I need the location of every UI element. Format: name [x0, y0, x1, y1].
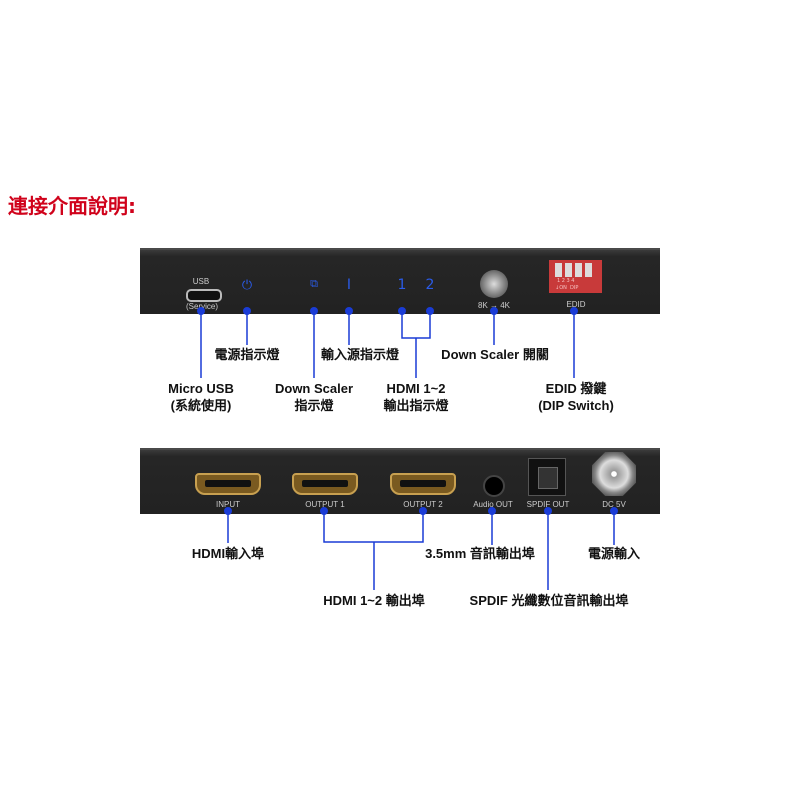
edid-text: EDID 撥鍵	[545, 381, 607, 396]
spdif-label: SPDIF OUT	[526, 500, 570, 509]
hdmi-led-sub: 輸出指示燈	[383, 398, 449, 413]
hdmi-output1-port	[292, 473, 358, 495]
callout-dc: 電源輸入	[587, 546, 641, 561]
edid-label: EDID	[566, 300, 586, 309]
callout-edid: EDID 撥鍵 (DIP Switch)	[538, 380, 614, 414]
micro-usb-port	[186, 289, 222, 302]
callout-hdmi-out: HDMI 1~2 輸出埠	[323, 593, 425, 608]
hdmi-led-2: 2	[425, 277, 435, 293]
callout-spdif: SPDIF 光纖數位音訊輸出埠	[469, 593, 629, 608]
dc-jack	[592, 452, 636, 496]
page-title: 連接介面說明:	[8, 194, 136, 218]
dc-label: DC 5V	[602, 500, 626, 509]
dip-on-label: ↓ON DIP	[555, 285, 579, 291]
callout-hdmi-in: HDMI輸入埠	[191, 546, 265, 561]
micro-usb-sub: (系統使用)	[170, 398, 232, 413]
audio-jack	[483, 475, 505, 497]
output2-label: OUTPUT 2	[403, 500, 443, 509]
edid-sub: (DIP Switch)	[538, 398, 614, 413]
input-led: I	[346, 277, 352, 293]
spdif-port	[528, 458, 566, 496]
scaler-led-icon: ⧉	[310, 277, 318, 290]
scaler-led-sub: 指示燈	[294, 398, 334, 413]
callout-micro-usb: Micro USB (系統使用)	[168, 380, 234, 414]
micro-usb-text: Micro USB	[168, 381, 234, 396]
hdmi-led-1: 1	[397, 277, 407, 293]
scaler-knob[interactable]	[480, 270, 508, 298]
output1-label: OUTPUT 1	[305, 500, 345, 509]
power-icon: ⏻	[241, 278, 253, 293]
callout-scaler-led: Down Scaler 指示燈	[275, 380, 353, 414]
dip-switch[interactable]: 1 2 3 4 ↓ON DIP	[549, 260, 602, 293]
dip-numbers: 1 2 3 4	[557, 278, 575, 284]
usb-label: USB	[192, 277, 210, 286]
callout-scaler-switch: Down Scaler 開關	[441, 347, 549, 362]
scaler-led-text: Down Scaler	[274, 381, 354, 396]
hdmi-output2-port	[390, 473, 456, 495]
input-label: INPUT	[216, 500, 240, 509]
callout-audio: 3.5mm 音訊輸出埠	[425, 546, 535, 561]
audio-label: Audio OUT	[473, 500, 513, 509]
rear-panel: INPUT OUTPUT 1 OUTPUT 2 Audio OUT SPDIF …	[140, 448, 660, 514]
callout-hdmi-led: HDMI 1~2 輸出指示燈	[383, 380, 448, 414]
front-panel: USB (Service) ⏻ ⧉ I 1 2 8K → 4K 1 2 3 4 …	[140, 248, 660, 314]
scaler-label: 8K → 4K	[477, 301, 511, 310]
service-label: (Service)	[185, 302, 219, 311]
callout-input-led: 輸入源指示燈	[320, 347, 400, 362]
hdmi-led-text: HDMI 1~2	[386, 381, 446, 396]
callout-power-led: 電源指示燈	[214, 347, 280, 362]
hdmi-input-port	[195, 473, 261, 495]
